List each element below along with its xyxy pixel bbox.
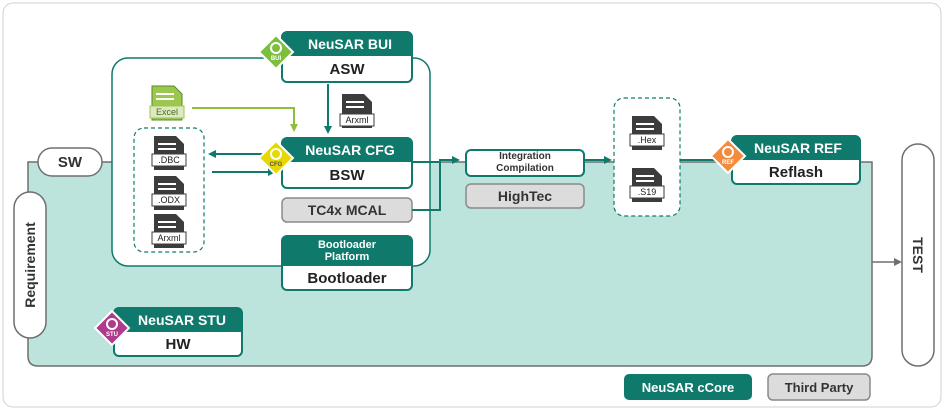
- arxml-top-file-label: Arxml: [345, 115, 369, 125]
- requirement-pill: [13, 191, 47, 339]
- odx-file-icon: [151, 176, 187, 210]
- mcal-label: TC4x MCAL: [307, 202, 387, 218]
- legend-ncore-label: NeuSAR cCore: [641, 380, 735, 395]
- cfg-header: NeuSAR CFG: [305, 142, 395, 158]
- arxml-left-file-icon: [151, 214, 187, 248]
- legend-ncore-box: [624, 374, 752, 400]
- bootloader-header: Bootloader Platform: [317, 239, 377, 263]
- excel-file-label: Excel: [155, 107, 178, 117]
- bui-badge-label: BUI: [270, 56, 282, 62]
- integration-compilation-box: [465, 149, 585, 177]
- bui-body: ASW: [329, 61, 365, 78]
- hightec-label: HighTec: [497, 188, 553, 204]
- stu-body: HW: [165, 336, 191, 353]
- test-label: TEST: [910, 237, 926, 273]
- stu-header: NeuSAR STU: [138, 312, 226, 328]
- sw-label: SW: [57, 154, 83, 171]
- arrow-excel-to-cfg: [192, 107, 298, 132]
- cfg-badge-icon: [257, 139, 295, 177]
- excel-file-icon: [149, 85, 185, 121]
- neusar-bui-module: [281, 31, 413, 83]
- integration-label: Integration Compilation: [496, 151, 554, 174]
- neusar-ref-module: [731, 135, 861, 185]
- dbc-file-label: .DBC: [158, 155, 180, 165]
- arxml-top-file-icon: [339, 94, 375, 128]
- requirement-label: Requirement: [22, 222, 38, 308]
- bui-badge-icon: [257, 33, 295, 71]
- legend-third-party-label: Third Party: [784, 380, 854, 395]
- stu-badge-label: STU: [106, 332, 118, 338]
- arxml-left-file-label: Arxml: [157, 233, 181, 243]
- bui-header: NeuSAR BUI: [307, 36, 392, 52]
- hex-file-icon: [629, 116, 665, 150]
- ref-badge-icon: [709, 137, 747, 175]
- hex-file-label: .Hex: [637, 135, 657, 145]
- ref-body: Reflash: [768, 164, 824, 181]
- hightec-box: [465, 183, 585, 209]
- cfg-badge-label: CFG: [269, 162, 283, 168]
- s19-file-label: .S19: [637, 187, 657, 197]
- stu-badge-icon: [93, 309, 131, 347]
- ref-badge-label: REF: [722, 160, 734, 166]
- odx-file-label: .ODX: [157, 195, 180, 205]
- arrow-bsw-to-integration: [412, 156, 460, 164]
- legend-third-party-box: [767, 373, 871, 401]
- s19-file-icon: [629, 168, 665, 202]
- test-pill: [901, 143, 935, 367]
- neusar-stu-module: [113, 307, 243, 357]
- bootloader-platform-module: [281, 235, 413, 291]
- arrow-mcal-to-integration: [412, 162, 441, 211]
- dbc-file-icon: [151, 136, 187, 170]
- bootloader-body: Bootloader: [307, 270, 387, 287]
- ref-header: NeuSAR REF: [754, 140, 842, 156]
- sw-pill: [37, 147, 103, 177]
- cfg-body: BSW: [329, 167, 365, 184]
